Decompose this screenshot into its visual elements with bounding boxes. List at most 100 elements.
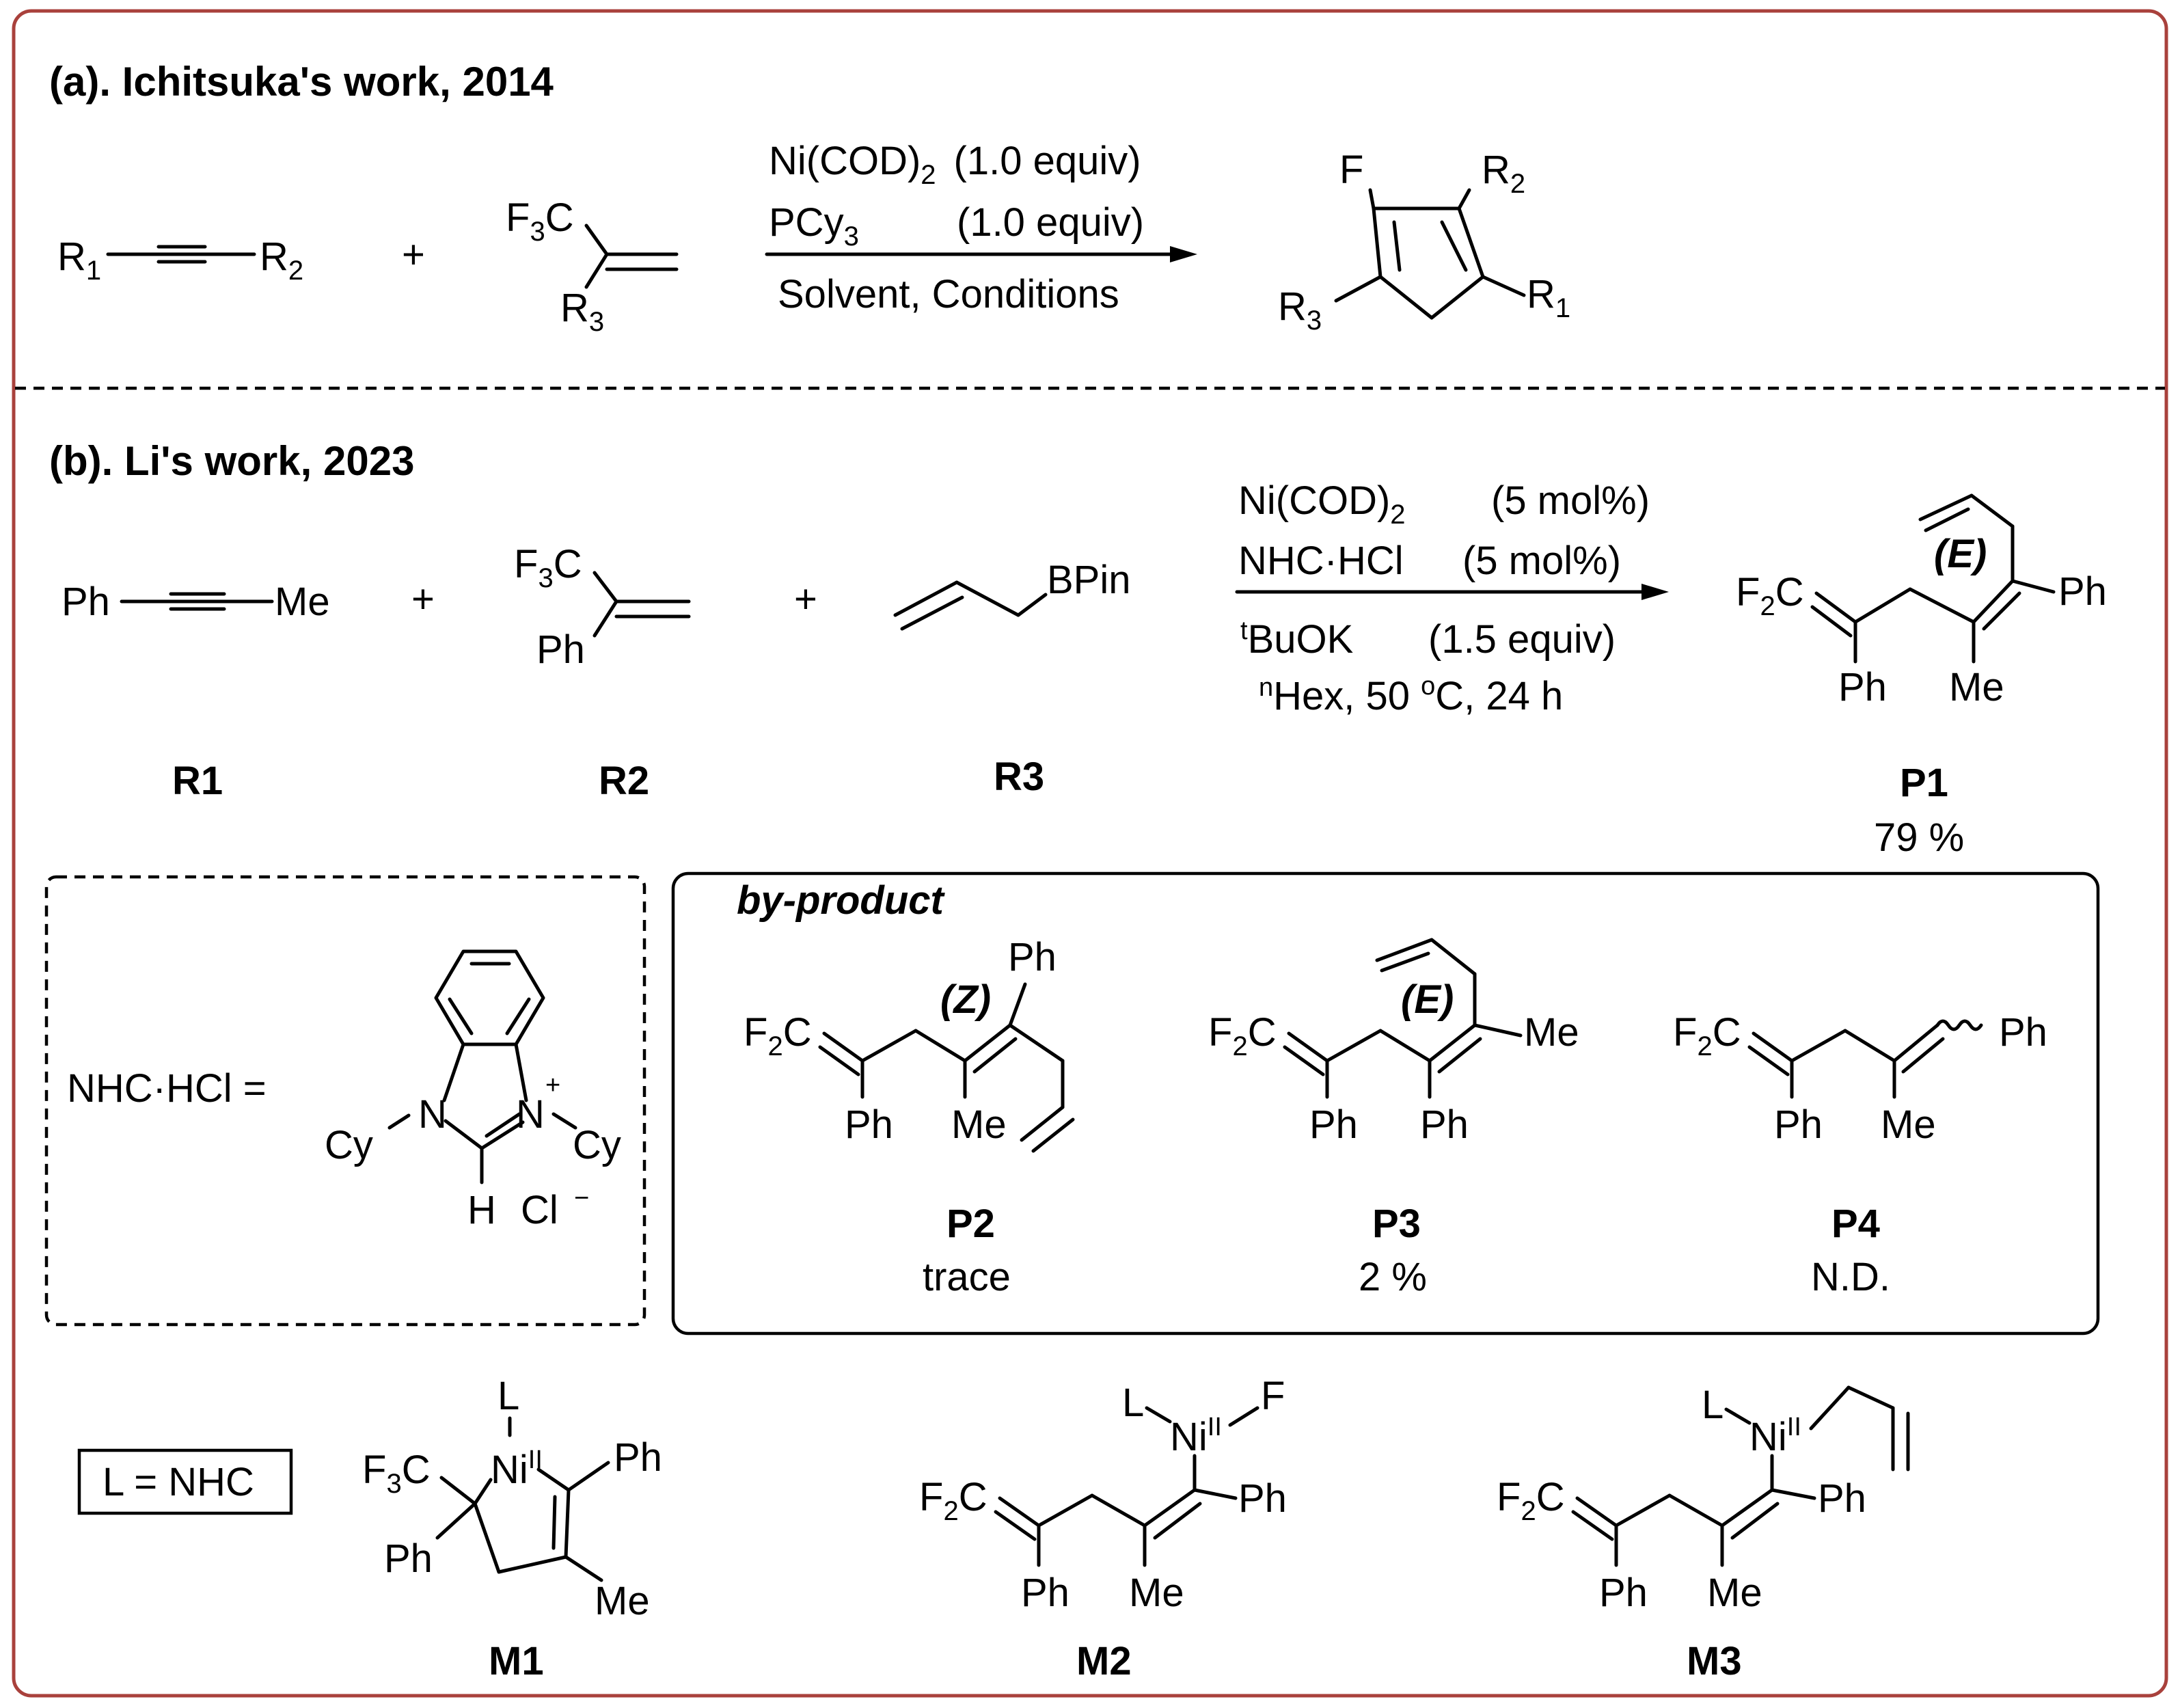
svg-text:Cy: Cy (325, 1123, 373, 1167)
svg-text:Me: Me (1949, 665, 2004, 709)
svg-text:tBuOK: tBuOK (1240, 616, 1354, 662)
svg-text:Ph: Ph (1999, 1010, 2047, 1055)
intermediate-m1: L NiII F3C Ph Ph Me M1 (362, 1374, 662, 1683)
svg-text:(Z): (Z) (940, 977, 991, 1022)
byproduct-title: by-product (737, 878, 946, 923)
section-a-title: (a). Ichitsuka's work, 2014 (49, 59, 554, 105)
svg-text:−: − (574, 1184, 589, 1212)
svg-text:L: L (498, 1374, 519, 1418)
svg-text:M2: M2 (1076, 1639, 1132, 1683)
reagent-r2: F3C Ph R2 (514, 542, 691, 803)
svg-text:Ph: Ph (1008, 935, 1057, 979)
svg-text:Solvent, Conditions: Solvent, Conditions (778, 272, 1119, 316)
svg-text:F3C: F3C (362, 1448, 431, 1499)
svg-text:Ph: Ph (1420, 1102, 1469, 1147)
svg-text:L: L (1122, 1381, 1144, 1425)
byproduct-p4: F2C Ph Ph Me P4 N.D. (1673, 1010, 2047, 1299)
svg-text:F3C: F3C (514, 542, 582, 593)
svg-text:Me: Me (595, 1579, 650, 1623)
reagent-r1: Ph Me R1 (62, 580, 330, 803)
svg-text:NiII: NiII (1170, 1413, 1222, 1459)
nhc-box (44, 875, 646, 1327)
svg-text:R2: R2 (599, 759, 649, 803)
ligand-key-box (77, 1448, 293, 1515)
svg-text:F2C: F2C (1497, 1475, 1565, 1526)
svg-text:Ph: Ph (536, 627, 585, 672)
svg-text:Ph: Ph (2058, 569, 2107, 614)
section-a-product: F R2 R3 R1 (1278, 148, 1570, 336)
svg-text:M1: M1 (489, 1639, 544, 1683)
svg-text:(E): (E) (1934, 532, 1987, 576)
svg-text:Me: Me (1524, 1010, 1579, 1055)
svg-text:P2: P2 (946, 1202, 995, 1246)
svg-text:R1: R1 (57, 234, 101, 286)
svg-text:(E): (E) (1401, 977, 1454, 1022)
svg-text:nHex, 50 oC, 24 h: nHex, 50 oC, 24 h (1259, 672, 1563, 718)
svg-text:P3: P3 (1372, 1202, 1421, 1246)
svg-text:Ph: Ph (384, 1536, 433, 1581)
svg-text:trace: trace (923, 1255, 1011, 1299)
svg-text:F2C: F2C (1673, 1010, 1741, 1061)
svg-text:Me: Me (1707, 1571, 1762, 1615)
svg-text:2 %: 2 % (1359, 1255, 1427, 1299)
svg-text:R2: R2 (1482, 148, 1525, 199)
section-a-alkene: F3C R3 (506, 195, 679, 337)
svg-text:Ph: Ph (1599, 1571, 1648, 1615)
ligand-key: L = NHC (103, 1460, 254, 1504)
svg-text:Me: Me (951, 1102, 1007, 1147)
section-b-plus-1: + (411, 577, 435, 621)
svg-text:R1: R1 (1527, 272, 1570, 323)
section-b-plus-2: + (794, 577, 817, 621)
svg-text:H: H (467, 1188, 496, 1232)
svg-text:F2C: F2C (744, 1010, 812, 1061)
byproduct-p2: F2C (Z) Ph Ph Me P2 trace (744, 935, 1075, 1299)
svg-text:Ni(COD)2(1.0 equiv): Ni(COD)2(1.0 equiv) (769, 139, 1141, 190)
svg-text:L: L (1702, 1383, 1723, 1427)
svg-text:F2C: F2C (1736, 570, 1804, 621)
svg-text:NiII: NiII (1749, 1413, 1801, 1459)
svg-text:(5 mol%): (5 mol%) (1491, 478, 1650, 523)
svg-text:Ph: Ph (1818, 1476, 1866, 1521)
svg-text:N.D.: N.D. (1811, 1255, 1890, 1299)
svg-text:R1: R1 (172, 759, 223, 803)
svg-text:P4: P4 (1831, 1202, 1880, 1246)
section-a-alkyne: R1 R2 (57, 234, 303, 286)
byproduct-p3: F2C (E) Me Ph Ph P3 2 % (1208, 938, 1579, 1299)
svg-text:M3: M3 (1687, 1639, 1742, 1683)
intermediate-m3: L NiII F2C Ph Ph Me M3 (1497, 1383, 1910, 1683)
section-a-plus: + (402, 232, 425, 277)
byproduct-box (671, 871, 2100, 1336)
svg-text:F3C: F3C (506, 195, 574, 247)
svg-text:Cy: Cy (573, 1123, 621, 1167)
svg-text:N: N (418, 1092, 447, 1137)
svg-text:NHC·HCl =: NHC·HCl = (67, 1066, 267, 1111)
section-b-conditions: Ni(COD)2 (5 mol%) NHC·HCl (5 mol%) tBuOK… (1235, 478, 1669, 718)
svg-text:PCy3: PCy3 (769, 200, 859, 252)
product-p1: F2C (E) Ph Ph Me P1 79 % (1736, 493, 2107, 860)
svg-text:Ph: Ph (1774, 1102, 1823, 1147)
svg-text:NHC·HCl: NHC·HCl (1238, 539, 1404, 583)
outer-frame (12, 9, 2168, 1698)
reagent-r3: BPin R3 (893, 558, 1131, 799)
svg-text:(1.0 equiv): (1.0 equiv) (957, 200, 1144, 245)
svg-text:BPin: BPin (1047, 558, 1131, 602)
svg-text:F: F (1261, 1374, 1285, 1418)
svg-text:Cl: Cl (521, 1188, 558, 1232)
svg-text:Ph: Ph (1238, 1476, 1287, 1521)
svg-text:Me: Me (1881, 1102, 1936, 1147)
nhc-structure: NHC·HCl = N N + Cy Cy H Cl − (67, 949, 621, 1232)
svg-text:R3: R3 (1278, 284, 1322, 336)
svg-text:R3: R3 (994, 755, 1044, 799)
svg-text:Ph: Ph (1838, 665, 1887, 709)
svg-text:F2C: F2C (919, 1475, 987, 1526)
svg-text:(5 mol%): (5 mol%) (1462, 539, 1621, 583)
svg-text:F: F (1339, 148, 1363, 192)
svg-text:F2C: F2C (1208, 1010, 1277, 1061)
svg-text:NiII: NiII (491, 1446, 543, 1492)
svg-text:R3: R3 (560, 286, 604, 337)
svg-text:Ph: Ph (614, 1435, 662, 1480)
intermediate-m2: L NiII F F2C Ph Ph Me M2 (919, 1374, 1287, 1683)
svg-text:P1: P1 (1900, 761, 1948, 805)
svg-text:(1.5 equiv): (1.5 equiv) (1428, 617, 1616, 662)
